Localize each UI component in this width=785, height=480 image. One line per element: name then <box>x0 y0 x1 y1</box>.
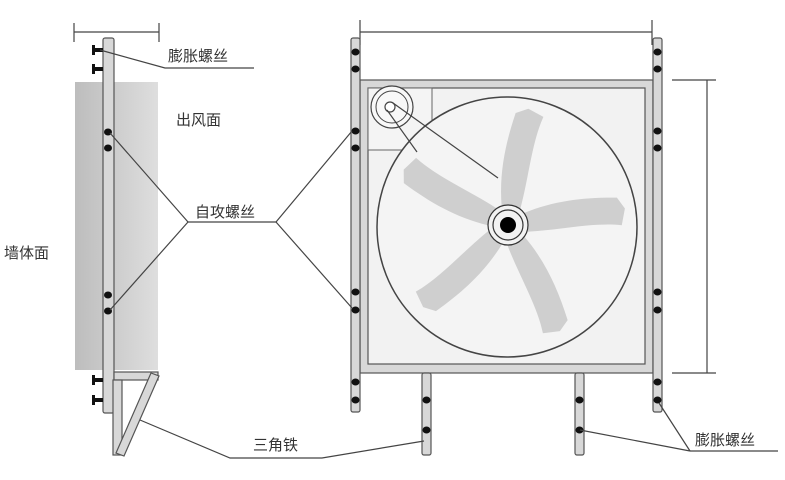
front-view <box>350 20 716 456</box>
screw-dot <box>351 378 360 386</box>
side-mounting-bar <box>102 37 115 414</box>
fan-blades <box>403 108 625 334</box>
screw-dot <box>653 65 662 73</box>
screw-dot <box>575 396 584 404</box>
expansion-bolts <box>92 45 103 405</box>
fan-blade <box>501 108 544 209</box>
screw-dot <box>653 306 662 314</box>
screw-dot <box>351 396 360 404</box>
label-expansion-screw-bottom: 膨胀螺丝 <box>695 431 755 449</box>
label-air-outlet-side: 出风面 <box>176 111 221 129</box>
screw-dot <box>653 144 662 152</box>
triangle-iron-bracket <box>112 371 160 457</box>
side-view <box>73 23 160 457</box>
label-self-tapping-screw: 自攻螺丝 <box>195 203 255 221</box>
screw-dot <box>653 288 662 296</box>
motor-pulley <box>370 85 414 129</box>
wall <box>75 82 158 370</box>
height-dimension-line <box>672 79 716 374</box>
leader-lines <box>99 49 778 459</box>
screw-dot <box>351 288 360 296</box>
fan-hub <box>487 204 529 246</box>
side-screws <box>104 128 112 315</box>
screw-dot <box>351 306 360 314</box>
post-screws <box>351 48 662 434</box>
screw-dot <box>653 48 662 56</box>
fan-blade <box>524 197 625 232</box>
screw-dot <box>422 396 431 404</box>
screw-dot <box>351 48 360 56</box>
drive-belt <box>386 102 499 179</box>
screw-dot <box>422 426 431 434</box>
label-wall-side: 墙体面 <box>4 244 49 262</box>
fan-blade <box>507 236 568 334</box>
screw-dot <box>653 127 662 135</box>
screw-dot <box>351 144 360 152</box>
screw-dot <box>653 378 662 386</box>
fan-blade <box>403 157 497 226</box>
width-dimension-line <box>359 20 653 45</box>
label-expansion-screw-top: 膨胀螺丝 <box>168 47 228 65</box>
screw-dot <box>351 127 360 135</box>
screw-dot <box>575 426 584 434</box>
fan-blade <box>415 231 502 312</box>
depth-dimension-line <box>73 23 160 42</box>
screw-dot <box>653 396 662 404</box>
label-triangle-iron: 三角铁 <box>253 436 298 454</box>
screw-dot <box>351 65 360 73</box>
